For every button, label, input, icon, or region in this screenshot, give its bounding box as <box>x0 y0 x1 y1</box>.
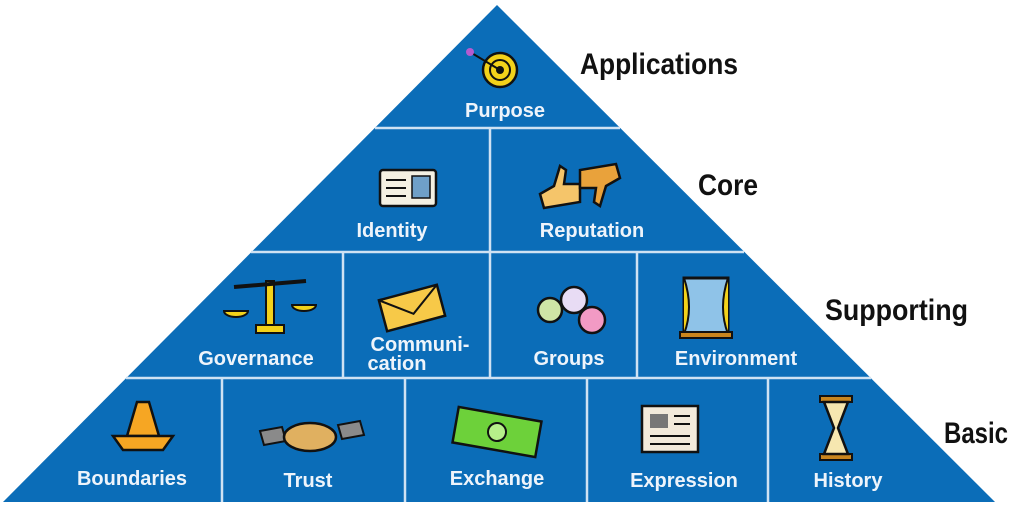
cell-label-trust: Trust <box>284 470 333 492</box>
id-card-icon <box>378 168 438 208</box>
tier-label-supporting: Supporting <box>825 294 968 327</box>
cell-label-purpose: Purpose <box>465 100 545 122</box>
envelope-icon <box>377 283 447 333</box>
dividers <box>126 126 871 502</box>
cell-label-exchange: Exchange <box>450 468 544 490</box>
cell-label-expression: Expression <box>630 470 738 492</box>
faces-icon <box>536 285 607 335</box>
thumbs-icon <box>538 162 622 210</box>
cell-label-groups: Groups <box>533 348 604 370</box>
traffic-cone-icon <box>110 400 176 452</box>
cell-label-identity: Identity <box>356 220 428 242</box>
target-icon <box>466 48 519 89</box>
tier-label-applications: Applications <box>580 48 738 81</box>
money-icon <box>451 405 543 459</box>
cell-label-communication-line2: cation <box>368 353 427 375</box>
cell-label-governance: Governance <box>198 348 314 370</box>
cell-label-boundaries: Boundaries <box>77 468 187 490</box>
cell-label-environment: Environment <box>675 348 798 370</box>
cell-label-reputation: Reputation <box>540 220 644 242</box>
tier-label-basic: Basic <box>944 417 1008 450</box>
window-icon <box>679 276 733 339</box>
cell-label-communication-line1: Communi- <box>371 334 470 356</box>
cell-label-history: History <box>814 470 884 492</box>
newspaper-icon <box>640 404 700 454</box>
hourglass-icon <box>819 395 853 461</box>
tier-label-core: Core <box>698 169 758 202</box>
handshake-icon <box>258 419 366 453</box>
scales-icon <box>222 279 318 334</box>
